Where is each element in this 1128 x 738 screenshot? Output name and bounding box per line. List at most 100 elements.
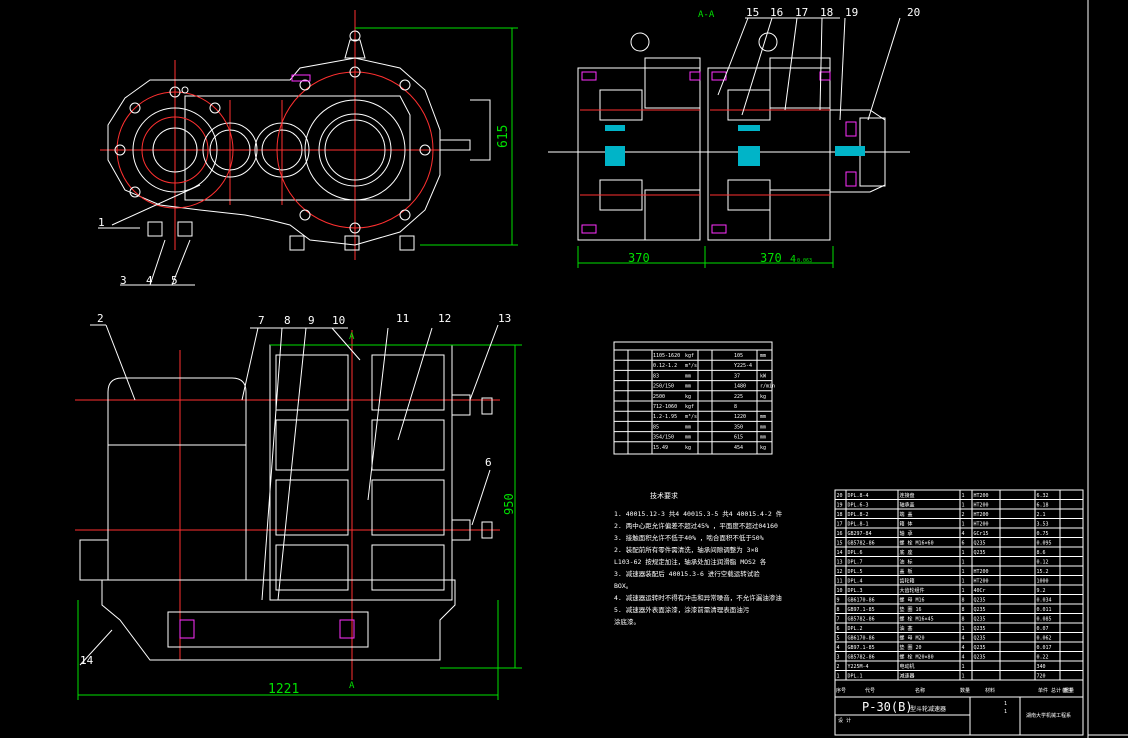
callout-1: 1 [98, 216, 105, 229]
dim-width-right-sub: 4 [790, 254, 796, 265]
bom-cell: GB297-84 [848, 531, 872, 537]
bom-cell: 齿轮箱 [900, 578, 915, 585]
bom-cell: 7 [837, 617, 840, 623]
bom-cell: GCr15 [974, 531, 989, 537]
bom-cell: 8 [962, 598, 965, 604]
spec-left-unit: mm [685, 435, 691, 441]
bom-cell: Q235 [974, 636, 986, 642]
callout-17: 17 [795, 6, 808, 19]
bom-cell: 1 [962, 569, 965, 575]
spec-left-unit: kgf [685, 353, 694, 359]
bom-cell: 螺 母 M16 [900, 597, 925, 604]
bom-cell: 0.22 [1037, 655, 1049, 661]
spec-right-value: 350 [734, 424, 743, 430]
bom-cell: 340 [1037, 664, 1046, 670]
dim-width-side: 1221 [268, 682, 299, 697]
bom-cell: DPL.2 [848, 626, 863, 632]
bom-cell: 10 [837, 588, 843, 594]
spec-right-unit: mm [760, 424, 766, 430]
bom-cell: 6 [962, 541, 965, 547]
callout-14: 14 [80, 654, 94, 667]
bom-cell: DPL.1 [848, 674, 863, 680]
bom-header-cell: 序号 [836, 687, 846, 694]
bom-cell: DPL.8-2 [848, 512, 869, 518]
bom-cell: 1 [962, 522, 965, 528]
bom-cell: 20 [837, 493, 843, 499]
notes-line: L103-62 按规定加注，轴承处加注润滑脂 MOS2 各 [614, 557, 767, 566]
spec-left-value: 250/150 [653, 384, 674, 390]
callout-20: 20 [907, 6, 920, 19]
dim-width-right-sup: 0.063 [797, 258, 812, 264]
bom-cell: Y225M-4 [848, 664, 869, 670]
notes-line: 4. 减速器运转时不得有冲击和异常噪音，不允许漏油渗油 [614, 593, 782, 602]
notes-line: 1. 40015.12-3 共4 40015.3-5 共4 40015.4-2 … [614, 509, 783, 518]
dim-height-top: 615 [496, 125, 511, 148]
bom-cell: 5 [837, 636, 840, 642]
spec-right-value: 225 [734, 394, 743, 400]
bom-cell: 底 座 [900, 549, 913, 556]
bom-cell: 6.18 [1037, 503, 1049, 509]
callout-6: 6 [485, 456, 492, 469]
bom-cell: 18 [837, 512, 843, 518]
bom-cell: HT200 [974, 512, 989, 518]
spec-left-unit: kg [685, 445, 691, 451]
bom-cell: 1 [962, 579, 965, 585]
callout-11: 11 [396, 312, 409, 325]
spec-left-unit: m³/s [685, 414, 697, 420]
bom-cell: 2.1 [1037, 512, 1046, 518]
spec-right-value: 1480 [734, 384, 746, 390]
bom-cell: 6.32 [1037, 493, 1049, 499]
notes-line: BOX。 [614, 582, 632, 590]
bom-header-cell: 代号 [865, 687, 875, 694]
bom-cell: 0.085 [1037, 617, 1052, 623]
notes-line: 3. 减速器装配后 40015.3-6 进行空载运转试验 [614, 569, 760, 578]
callout-16: 16 [770, 6, 783, 19]
callout-2: 2 [97, 312, 104, 325]
bom-cell: 17 [837, 522, 843, 528]
bom-cell: 油 标 [900, 559, 913, 566]
side-view: 950 1221 A A 2 7 8 9 10 11 12 13 6 14 [75, 312, 522, 700]
callout-5: 5 [171, 274, 178, 287]
bom-cell: DPL.4 [848, 579, 863, 585]
bom-cell: DPL.6 [848, 550, 863, 556]
bom-cell: 1 [962, 550, 965, 556]
spec-left-value: 1.2-1.95 [653, 414, 677, 420]
bom-cell: DPL.5 [848, 569, 863, 575]
spec-right-value: Y225-4 [734, 363, 752, 369]
notes-line: 5. 减速器外表面涂漆，涂漆前需清理表面油污 [614, 605, 750, 614]
bom-cell: 垫 圈 20 [900, 644, 922, 651]
bom-cell: 1 [962, 674, 965, 680]
callout-12: 12 [438, 312, 451, 325]
spec-left-value: 1105-1620 [653, 353, 680, 359]
bom-cell: 1 [962, 626, 965, 632]
bom-cell: 0.75 [1037, 531, 1049, 537]
bom-cell: Q235 [974, 617, 986, 623]
bom-cell: Q235 [974, 626, 986, 632]
callout-13: 13 [498, 312, 511, 325]
bom-cell: 电动机 [900, 663, 915, 670]
bom-cell: 8 [962, 617, 965, 623]
bom-header-cell: 备注 [1062, 687, 1072, 694]
bom-cell: DPL.3 [848, 588, 863, 594]
callout-10: 10 [332, 314, 345, 327]
bom-cell: GB97.1-85 [848, 607, 875, 613]
notes-line: 2. 装配前所有零件需清洗，轴承间隙调整为 3×8 [614, 545, 758, 554]
bom-cell: 2 [837, 664, 840, 670]
drawing-title: P-30(B) [862, 700, 913, 714]
bom-cell: 1 [962, 493, 965, 499]
bom-header-cell: 单件 总计 重量 [1038, 687, 1074, 694]
spec-left-unit: mm [685, 373, 691, 379]
bom-cell: Q235 [974, 655, 986, 661]
bom-cell: Q235 [974, 598, 986, 604]
spec-right-value: 105 [734, 353, 743, 359]
bom-cell: HT200 [974, 569, 989, 575]
bom-cell: 3.53 [1037, 522, 1049, 528]
drawing-title-suffix: 型斗轮减速器 [910, 705, 946, 713]
bom-cell: 11 [837, 579, 843, 585]
bom-cell: 0.062 [1037, 636, 1052, 642]
bom-cell: 螺 栓 M16×60 [900, 540, 934, 547]
bom-cell: 轴 承 [900, 530, 913, 537]
bom-cell: 8.6 [1037, 550, 1046, 556]
